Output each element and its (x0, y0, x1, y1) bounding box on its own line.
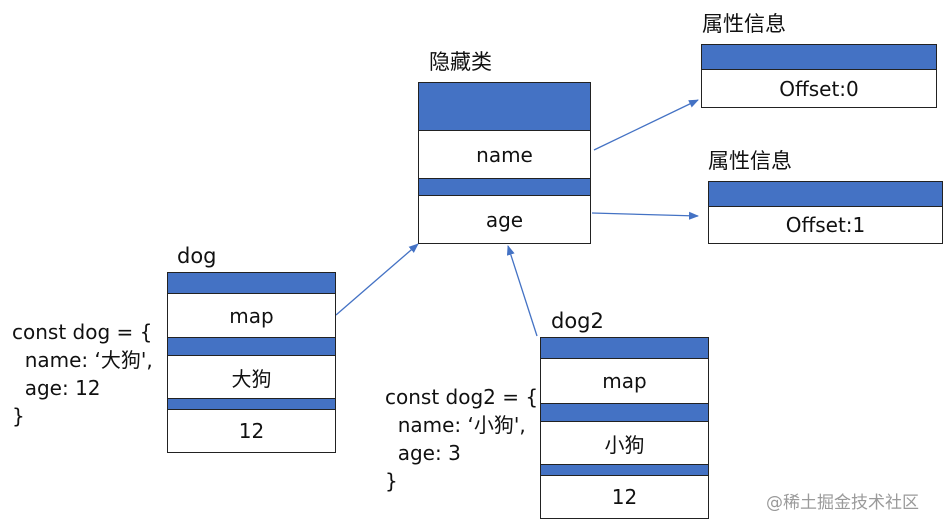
dog2-cell-age: 12 (541, 476, 708, 518)
dog2-cell-map: map (541, 359, 708, 403)
property-info-2-header-band (709, 182, 942, 206)
hidden-class-header-band (419, 83, 590, 130)
dog2-cell-name: 小狗 (541, 422, 708, 464)
dog-object-box: map 大狗 12 (167, 272, 336, 453)
arrow-dog2-map-to-hidden-class (506, 245, 538, 337)
dog2-code: const dog2 = { name: ‘小狗', age: 3} (385, 385, 539, 493)
dog-title: dog (177, 244, 217, 268)
property-info-2-title: 属性信息 (708, 149, 792, 173)
arrow-name-to-offset0 (593, 99, 699, 151)
dog2-title: dog2 (551, 309, 604, 333)
watermark: @稀土掘金技术社区 (766, 493, 919, 513)
property-info-1-title: 属性信息 (702, 12, 786, 36)
dog-code: const dog = { name: ‘大狗', age: 12} (12, 320, 153, 428)
property-info-1-header-band (702, 45, 936, 69)
property-info-2-box: Offset:1 (708, 181, 943, 244)
property-info-2-offset: Offset:1 (709, 207, 942, 243)
hidden-class-separator-band (419, 179, 590, 195)
arrow-age-to-offset1 (591, 211, 699, 220)
hidden-class-field-name: name (419, 131, 590, 178)
property-info-1-offset: Offset:0 (702, 70, 936, 107)
hidden-class-box: name age (418, 82, 591, 244)
hidden-class-title: 隐藏类 (429, 50, 492, 74)
arrow-dog-map-to-hidden-class (335, 243, 419, 316)
property-info-1-box: Offset:0 (701, 44, 937, 108)
dog2-object-box: map 小狗 12 (540, 337, 709, 519)
dog-cell-age: 12 (168, 410, 335, 452)
hidden-class-field-age: age (419, 196, 590, 243)
dog-cell-map: map (168, 294, 335, 337)
dog-cell-name: 大狗 (168, 356, 335, 398)
